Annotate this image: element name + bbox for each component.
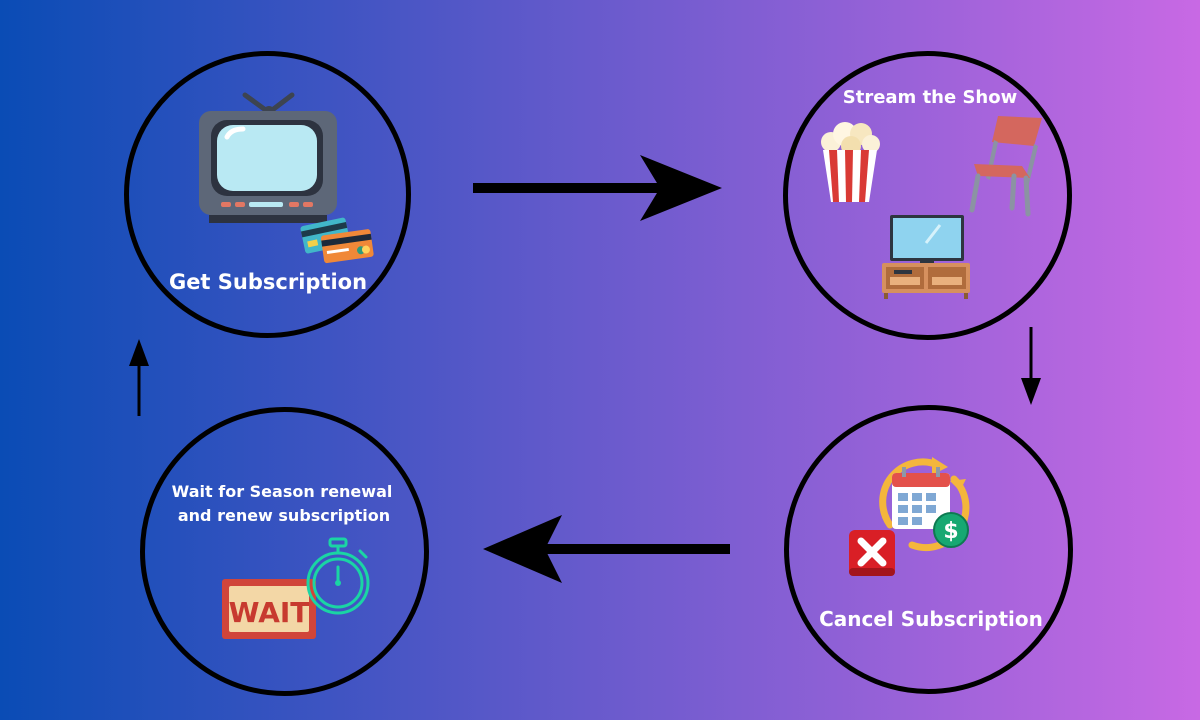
node-cancel-subscription — [784, 405, 1073, 694]
chair-icon — [969, 116, 1042, 217]
svg-text:WAIT: WAIT — [229, 596, 310, 629]
tv-stand-icon — [882, 215, 970, 299]
node-wait-renew — [140, 407, 429, 696]
arrow-stream-to-cancel — [1021, 327, 1041, 405]
arrow-get-to-stream — [473, 155, 722, 221]
label-stream-the-show: Stream the Show — [842, 87, 1018, 108]
node-stream-the-show — [783, 51, 1072, 340]
label-cancel-subscription: Cancel Subscription — [819, 607, 1043, 631]
arrow-wait-to-get — [129, 339, 149, 416]
label-get-subscription: Get Subscription — [168, 270, 368, 294]
label-wait-line2: and renew subscription — [177, 506, 391, 525]
label-wait-line1: Wait for Season renewal — [171, 482, 393, 501]
node-get-subscription — [124, 51, 411, 338]
calendar-refresh-icon — [879, 457, 970, 551]
stopwatch-icon — [306, 537, 370, 615]
popcorn-icon — [821, 122, 880, 202]
svg-text:$: $ — [943, 519, 958, 544]
dollar-icon: $ — [933, 512, 969, 548]
credit-cards-icon — [300, 217, 374, 264]
wait-sign-icon: WAIT — [222, 579, 316, 639]
cancel-x-icon — [849, 530, 895, 576]
arrow-cancel-to-wait — [483, 515, 730, 583]
tv-icon — [199, 92, 337, 223]
